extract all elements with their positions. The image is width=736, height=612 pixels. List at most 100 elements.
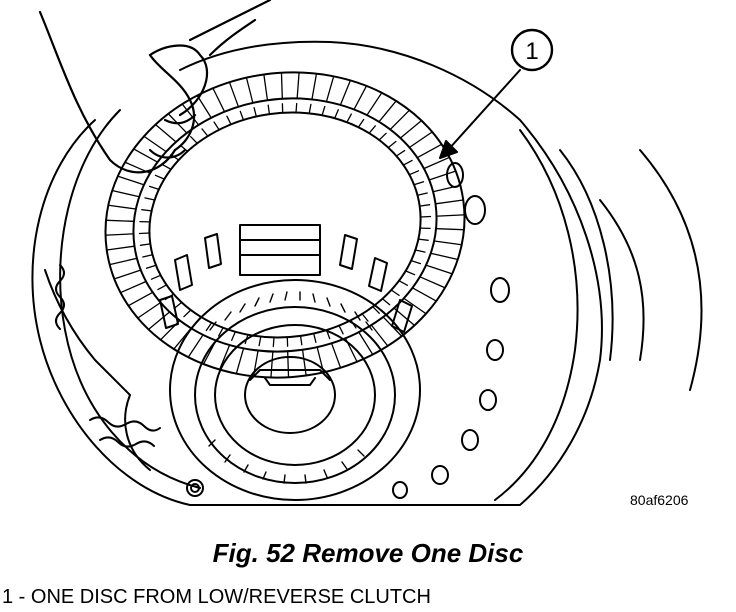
disc-inner-spline	[387, 140, 397, 149]
disc-friction-tick	[371, 325, 388, 346]
disc-inner-spline	[419, 215, 432, 218]
disc-friction-tick	[436, 228, 464, 231]
disc-inner-spline	[419, 204, 431, 207]
disc-inner-spline	[368, 125, 376, 134]
housing-bolt-holes	[186, 162, 510, 499]
disc-friction-tick	[358, 332, 373, 355]
disc-friction-tick	[148, 311, 170, 330]
disc-inner-spline	[258, 335, 262, 347]
disc-friction-tick	[424, 157, 450, 169]
disc-friction-tick	[366, 92, 382, 115]
disc-friction-tick	[394, 308, 415, 326]
disc-inner-spline	[157, 284, 168, 291]
disc-friction-tick	[155, 124, 176, 142]
disc-inner-spline	[161, 164, 172, 170]
disc-friction-tick	[263, 74, 268, 100]
disc-friction-tick	[433, 184, 460, 193]
disc-inner-spline	[338, 324, 344, 335]
disc-friction-tick	[302, 350, 307, 376]
disc-inner-spline	[361, 313, 369, 322]
disc-inner-spline	[141, 209, 153, 212]
disc-friction-tick	[144, 136, 167, 152]
image-code: 80af6206	[630, 492, 689, 508]
disc-friction-tick	[270, 351, 274, 378]
disc-friction-tick	[409, 131, 433, 148]
disc-inner-spline	[244, 334, 249, 345]
disc-friction-tick	[311, 74, 317, 100]
disc-inner-spline	[226, 115, 232, 126]
disc-inner-spline	[372, 306, 380, 314]
disc-inner-spline	[154, 174, 166, 180]
disc-friction-tick	[235, 348, 244, 374]
disc-inner-spline	[253, 107, 257, 118]
disc-friction-tick	[340, 80, 351, 105]
disc-inner-spline	[398, 280, 409, 286]
hub-spline-teeth	[208, 291, 373, 484]
disc-inner-spline	[390, 289, 400, 297]
disc-inner-spline	[179, 144, 189, 152]
disc-inner-spline	[357, 118, 365, 128]
disc-friction-tick	[326, 76, 335, 102]
disc-inner-spline	[308, 103, 312, 115]
clutch-disc	[104, 71, 466, 379]
disc-friction-tick	[160, 320, 180, 340]
disc-inner-spline	[173, 301, 183, 310]
disc-friction-tick	[118, 175, 144, 186]
disc-inner-spline	[414, 249, 426, 253]
disc-friction-tick	[137, 302, 161, 319]
disc-friction-tick	[383, 317, 402, 337]
disc-inner-spline	[267, 104, 271, 115]
disc-friction-tick	[434, 240, 462, 246]
disc-friction-tick	[316, 347, 324, 373]
disc-friction-tick	[429, 170, 456, 181]
disc-friction-tick	[203, 340, 217, 364]
callout-leader-line	[439, 69, 521, 159]
hand-holding-disc	[38, 0, 272, 174]
disc-inner-spline	[138, 232, 151, 235]
disc-inner-spline	[164, 293, 175, 301]
disc-friction-tick	[197, 95, 212, 118]
disc-inner-spline	[144, 197, 156, 201]
disc-friction-tick	[246, 77, 254, 103]
disc-inner-spline	[295, 102, 298, 114]
legend-item: 1 - ONE DISC FROM LOW/REVERSE CLUTCH	[2, 586, 431, 608]
disc-friction-tick	[188, 335, 204, 358]
disc-inner-spline	[381, 298, 391, 306]
disc-friction-tick	[287, 351, 290, 377]
disc-friction-tick	[400, 120, 422, 139]
disc-inner-spline	[325, 329, 331, 340]
disc-friction-tick	[110, 257, 137, 266]
disc-friction-tick	[173, 328, 192, 349]
disc-friction-tick	[390, 110, 410, 130]
disc-inner-spline	[218, 327, 224, 337]
clutch-hub	[169, 224, 421, 501]
disc-friction-tick	[403, 298, 426, 314]
disc-inner-spline	[205, 322, 213, 332]
hub-tabs	[159, 233, 413, 333]
disc-friction-tick	[345, 338, 358, 362]
disc-friction-tick	[426, 264, 452, 275]
disc-friction-tick	[120, 281, 146, 293]
disc-friction-tick	[108, 204, 136, 210]
disc-friction-tick	[105, 233, 134, 236]
disc-inner-spline	[190, 136, 198, 144]
disc-inner-spline	[139, 243, 151, 246]
disc-friction-tick	[280, 73, 283, 99]
housing-wave-segment	[44, 264, 161, 471]
disc-inner-spline	[416, 192, 428, 196]
disc-friction-tick	[417, 144, 442, 158]
disc-inner-spline	[239, 110, 245, 121]
disc-friction-tick	[253, 350, 259, 376]
disc-inner-spline	[395, 149, 406, 157]
disc-friction-tick	[128, 292, 153, 306]
disc-inner-spline	[408, 170, 420, 176]
disc-friction-tick	[212, 88, 225, 112]
disc-inner-spline	[404, 270, 416, 276]
disc-friction-tick	[112, 190, 139, 198]
disc-inner-spline	[410, 259, 422, 265]
disc-friction-tick	[436, 214, 465, 217]
disc-inner-spline	[201, 128, 209, 137]
disc-friction-tick	[114, 269, 141, 280]
disc-inner-spline	[213, 121, 220, 131]
disc-friction-tick	[106, 219, 134, 222]
